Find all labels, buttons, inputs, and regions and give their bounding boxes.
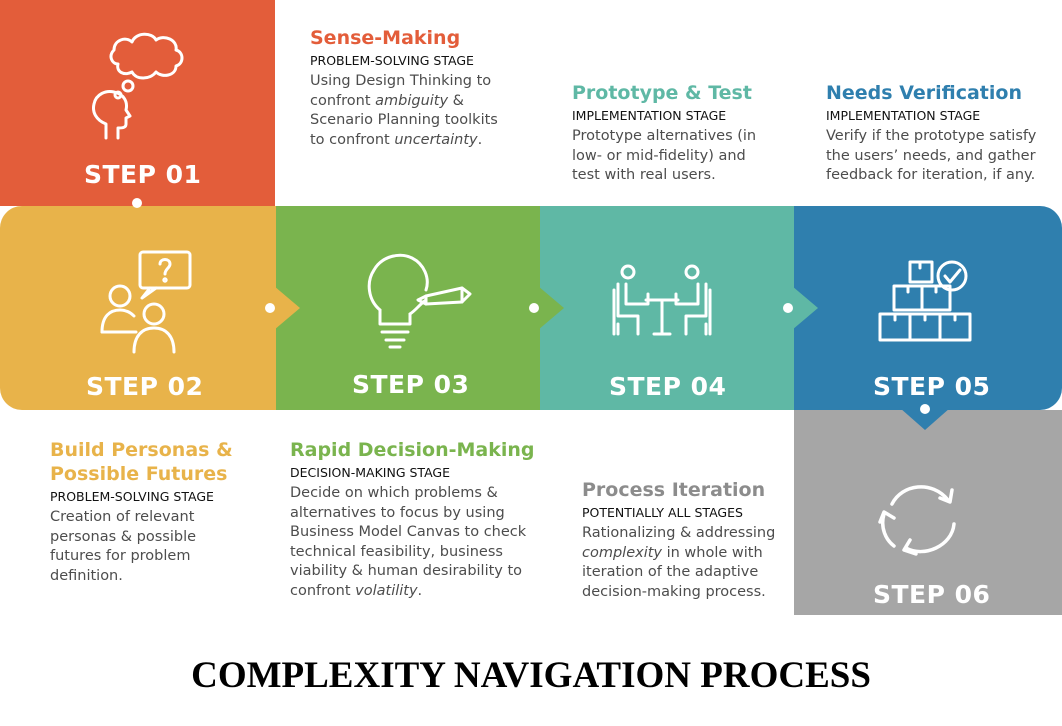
body-line: confront ambiguity & [310,92,550,112]
body-line: Rationalizing & addressing [582,525,776,541]
step-05-title: Needs Verification [826,82,1022,104]
body-text: confront [290,582,356,599]
boxes-check-icon [876,256,976,346]
body-line: Prototype alternatives (in [572,128,757,144]
page-title: COMPLEXITY NAVIGATION PROCESS [191,655,871,696]
body-line: definition. [50,567,123,584]
body-text: to confront [310,131,395,148]
step-05-stage: IMPLEMENTATION STAGE [826,108,981,123]
step-03-panel [276,206,540,410]
step-04-body: Prototype alternatives (in low- or mid-f… [572,127,802,186]
body-line: feedback for iteration, if any. [826,167,1036,183]
body-line: alternatives to focus by using [290,504,505,521]
body-line: test with real users. [572,167,716,183]
body-line: personas & possible [50,528,197,545]
step-01-title: Sense-Making [310,27,461,49]
body-line: Verify if the prototype satisfy [826,128,1037,144]
body-emphasis: uncertainty [394,131,478,148]
step-05-description: Needs Verification IMPLEMENTATION STAGE … [826,81,1058,186]
body-emphasis: volatility [355,582,418,599]
step-06-body: Rationalizing & addressing complexity in… [582,524,792,602]
step-03-arrow [538,286,564,330]
body-line: Scenario Planning toolkits [310,112,498,128]
step-05-body: Verify if the prototype satisfy the user… [826,127,1058,186]
step-03-label: STEP 03 [352,370,470,399]
step-05-pointer [900,408,950,430]
step-01-description: Sense-Making PROBLEM-SOLVING STAGE Using… [310,26,550,150]
body-text: . [417,582,423,599]
body-line: low- or mid-fidelity) and [572,147,746,164]
step-03-title: Rapid Decision-Making [290,439,535,461]
body-line: viability & human desirability to [290,563,523,579]
title-line: Possible Futures [50,463,228,485]
body-line: technical feasibility, business [290,543,503,560]
step-02-panel [0,206,276,410]
step-04-arrow [792,286,818,330]
step-04-description: Prototype & Test IMPLEMENTATION STAGE Pr… [572,81,802,186]
step-02-arrow [274,286,300,330]
body-emphasis: ambiguity [375,92,449,109]
connector-dot [920,404,930,414]
cycle-arrows-icon [874,474,966,566]
body-emphasis: complexity [582,544,662,561]
body-line: iteration of the adaptive [582,564,759,580]
step-06-description: Process Iteration POTENTIALLY ALL STAGES… [582,478,792,602]
connector-dot [132,198,142,208]
body-line: Creation of relevant [50,509,195,525]
step-02-label: STEP 02 [86,372,204,401]
step-02-description: Build Personas & Possible Futures PROBLE… [50,438,270,586]
body-line: confront volatility. [290,582,550,602]
step-03-body: Decide on which problems & alternatives … [290,484,550,601]
body-line: complexity in whole with [582,544,792,564]
title-line: Build Personas & [50,439,233,461]
step-01-body: Using Design Thinking to confront ambigu… [310,72,550,150]
body-line: decision-making process. [582,583,766,600]
people-question-icon [96,248,206,358]
body-line: futures for problem [50,548,191,564]
step-01-label: STEP 01 [84,160,202,189]
connector-dot [529,303,539,313]
step-01-stage: PROBLEM-SOLVING STAGE [310,53,474,68]
step-02-body: Creation of relevant personas & possible… [50,508,270,586]
step-05-label: STEP 05 [873,372,991,401]
step-03-stage: DECISION-MAKING STAGE [290,465,451,480]
body-line: Business Model Canvas to check [290,524,527,540]
body-text: confront [310,92,376,109]
body-text: in whole with [662,544,763,561]
step-05-panel [794,206,1062,410]
step-02-title: Build Personas & Possible Futures [50,438,270,486]
step-04-stage: IMPLEMENTATION STAGE [572,108,727,123]
step-04-label: STEP 04 [609,372,727,401]
body-text: . [477,131,483,148]
meeting-table-icon [612,264,712,338]
body-line: to confront uncertainty. [310,131,550,151]
body-line: Decide on which problems & [290,485,498,501]
step-06-panel [794,410,1062,615]
body-line: Using Design Thinking to [310,73,492,89]
body-text: & [448,92,464,109]
step-06-stage: POTENTIALLY ALL STAGES [582,505,743,520]
step-06-title: Process Iteration [582,479,766,501]
connector-dot [265,303,275,313]
thought-head-icon [84,28,204,148]
step-04-panel [540,206,794,410]
connector-dot [783,303,793,313]
step-04-title: Prototype & Test [572,82,752,104]
step-02-stage: PROBLEM-SOLVING STAGE [50,489,214,504]
body-line: the users’ needs, and gather [826,147,1036,164]
lightbulb-pencil-icon [360,246,480,356]
step-06-label: STEP 06 [873,580,991,609]
step-03-description: Rapid Decision-Making DECISION-MAKING ST… [290,438,550,601]
